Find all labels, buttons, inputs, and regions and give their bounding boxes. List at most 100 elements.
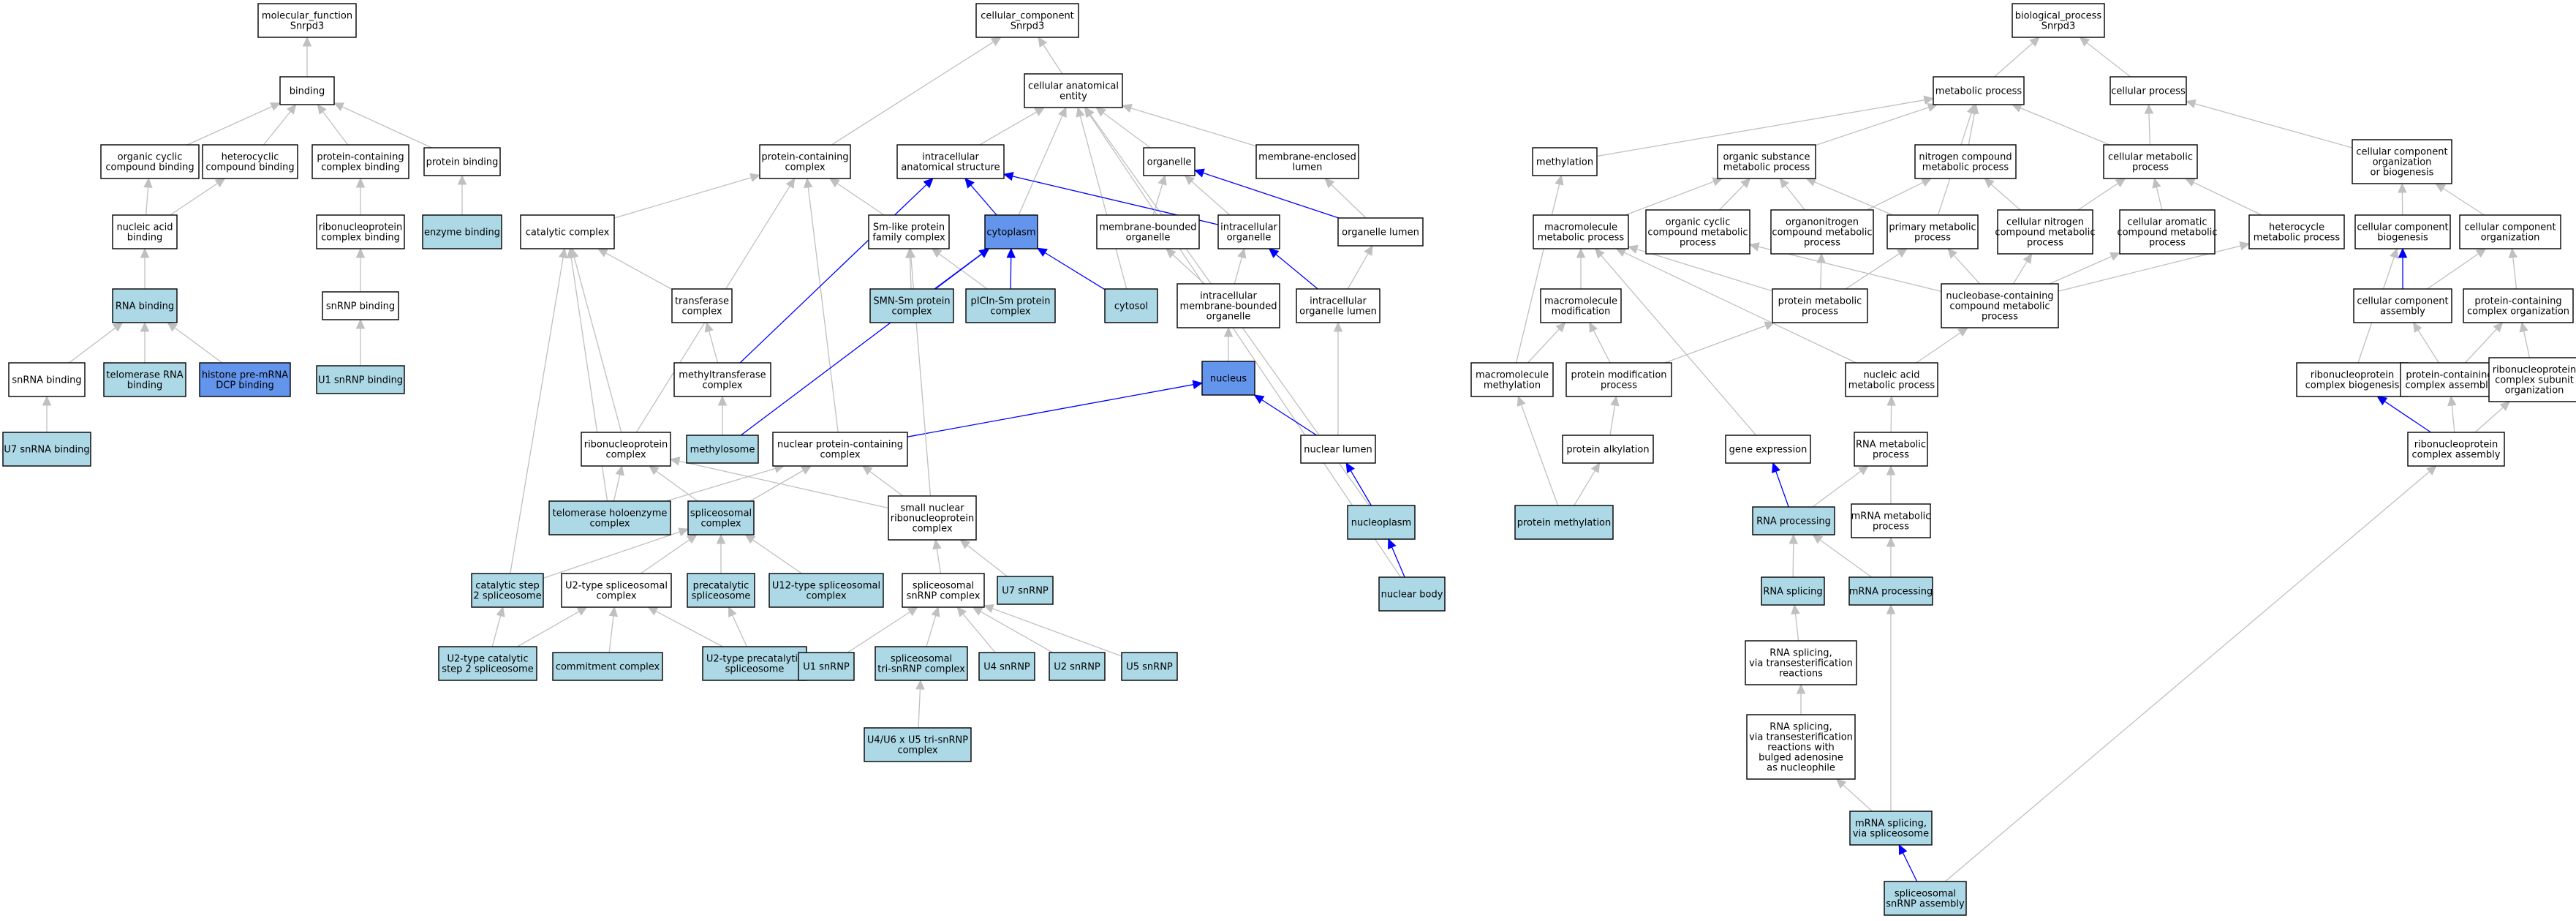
node-nucleoplasm[interactable]: nucleoplasm (1347, 505, 1416, 540)
node-u7b[interactable]: U7 snRNA binding (2, 432, 91, 467)
node-metab[interactable]: metabolic process (1933, 76, 2025, 105)
node-rnatrans[interactable]: RNA splicing,via transesterificationreac… (1745, 640, 1857, 685)
node-rnab[interactable]: RNA binding (112, 288, 178, 323)
node-rnabulg[interactable]: RNA splicing,via transesterificationreac… (1746, 714, 1856, 780)
node-u7[interactable]: U7 snRNP (997, 576, 1054, 605)
node-u1b[interactable]: U1 snRNP binding (316, 365, 405, 394)
node-nlumen[interactable]: nuclear lumen (1300, 435, 1376, 464)
node-organelle[interactable]: organelle (1143, 147, 1196, 176)
node-binding[interactable]: binding (279, 76, 335, 105)
node-u5[interactable]: U5 snRNP (1121, 652, 1178, 681)
node-rnasplic[interactable]: RNA splicing (1761, 576, 1825, 606)
node-palk[interactable]: protein alkylation (1562, 435, 1654, 464)
node-methylation[interactable]: methylation (1532, 147, 1598, 176)
node-cytoplasm[interactable]: cytoplasm (984, 214, 1038, 249)
node-nucleus[interactable]: nucleus (1201, 361, 1255, 396)
node-gexp[interactable]: gene expression (1725, 435, 1811, 464)
node-u1[interactable]: U1 snRNP (798, 652, 855, 681)
node-cytosol[interactable]: cytosol (1104, 288, 1158, 323)
node-catc[interactable]: catalytic complex (520, 214, 615, 249)
node-snrnab[interactable]: snRNA binding (8, 362, 86, 397)
node-protb[interactable]: protein binding (423, 147, 501, 176)
node-enzb[interactable]: enzyme binding (422, 214, 502, 249)
node-snrnpb[interactable]: snRNP binding (322, 291, 399, 320)
node-u4[interactable]: U4 snRNP (978, 652, 1035, 681)
node-mrnaproc[interactable]: mRNA processing (1848, 576, 1933, 606)
node-pmeth[interactable]: protein methylation (1514, 505, 1614, 540)
node-methylosome[interactable]: methylosome (686, 435, 759, 464)
node-commit[interactable]: commitment complex (552, 652, 663, 681)
node-mrnaspl[interactable]: mRNA splicing,via spliceosome (1849, 811, 1933, 846)
node-nbody[interactable]: nuclear body (1378, 576, 1446, 612)
node-rnaproc[interactable]: RNA processing (1752, 506, 1835, 535)
node-u2[interactable]: U2 snRNP (1049, 652, 1106, 681)
node-cellp[interactable]: cellular process (2109, 76, 2187, 105)
node-ol[interactable]: organelle lumen (1337, 217, 1424, 247)
